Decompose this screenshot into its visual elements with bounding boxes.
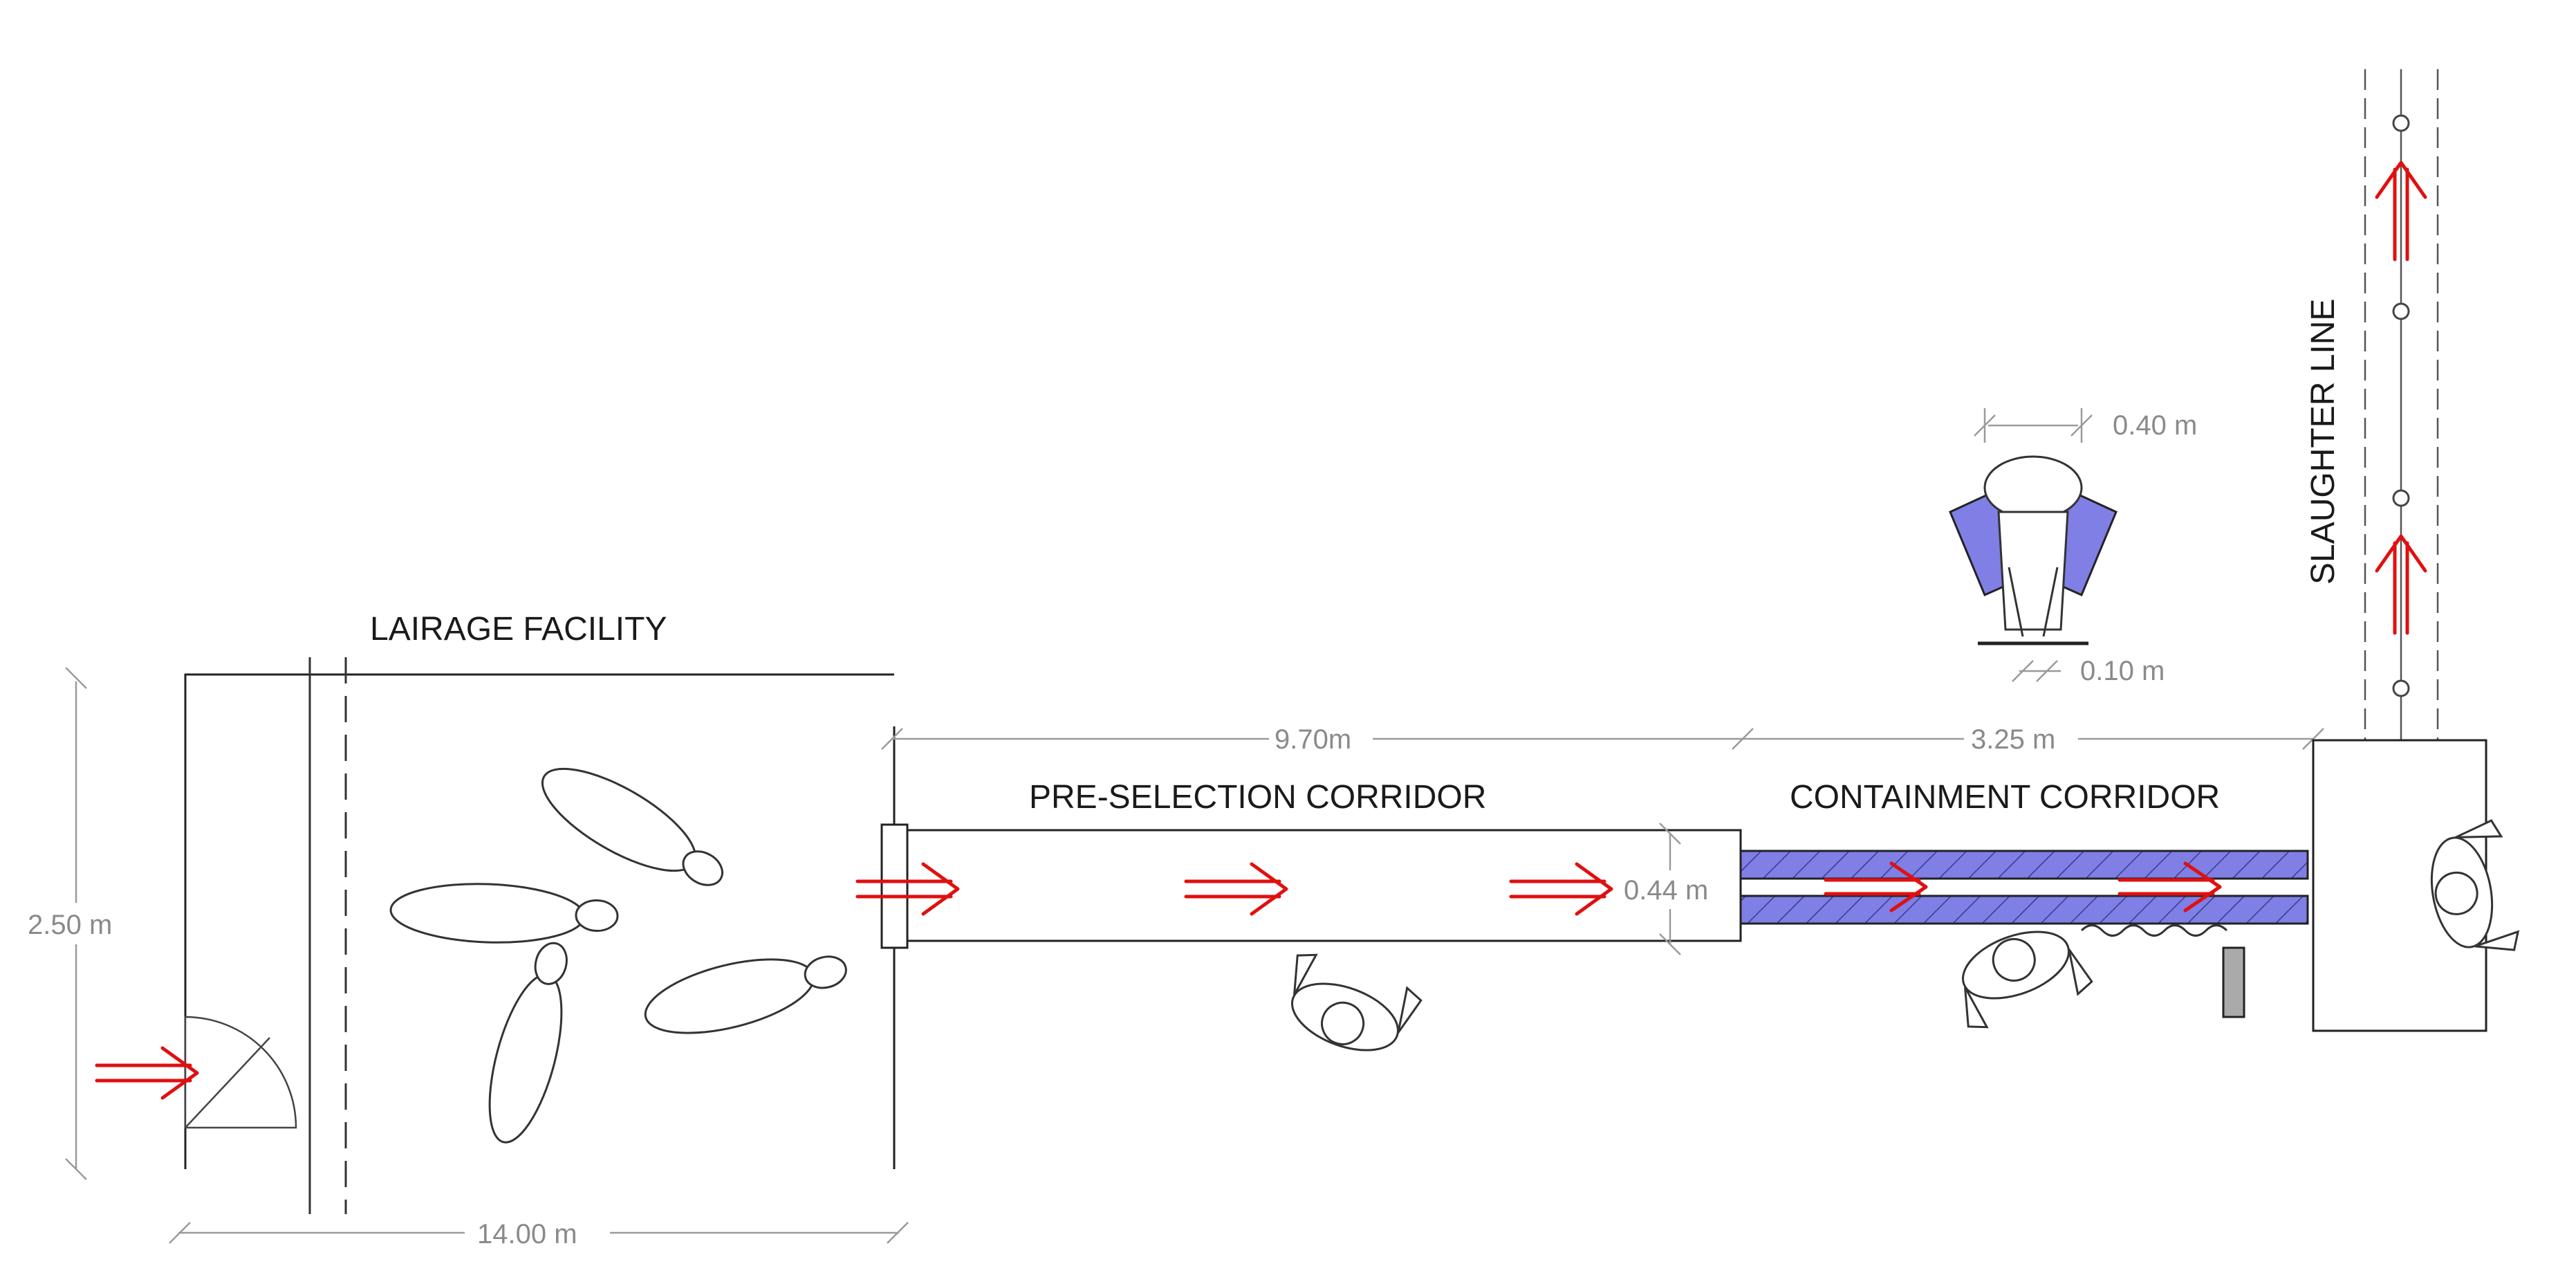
- slaughter-line-label: SLAUGHTER LINE: [2305, 299, 2342, 585]
- dimension-lairage-width: 14.00 m: [169, 1214, 909, 1252]
- dimension-lairage-height: 2.50 m: [21, 667, 124, 1180]
- dimension-preselection-length: 9.70m: [881, 719, 1754, 758]
- containment-label: CONTAINMENT CORRIDOR: [1790, 779, 2220, 816]
- flow-arrow-slaughter-2: [2375, 534, 2427, 635]
- lairage-label: LAIRAGE FACILITY: [370, 611, 667, 648]
- shackle: [2392, 489, 2410, 507]
- dimension-restrainer-gap: 0.10 m: [2012, 656, 2165, 686]
- entrance-door-leaf: [185, 1037, 270, 1128]
- dimension-containment-length: 3.25 m: [1743, 719, 2324, 758]
- dimension-restrainer-width: 0.40 m: [1974, 408, 2197, 443]
- flow-arrow-slaughter-1: [2375, 160, 2427, 262]
- corridor-entry-gate: [880, 823, 909, 949]
- sheep: [488, 942, 568, 1144]
- shackle: [2392, 114, 2410, 132]
- preselection-corridor-body: [906, 829, 1742, 942]
- shackle: [2392, 679, 2410, 697]
- lairage-height-label: 2.50 m: [28, 910, 112, 940]
- sheep: [644, 955, 847, 1034]
- containment-wall-bottom: [1739, 895, 2309, 925]
- flow-arrow-preselection-1: [855, 862, 960, 916]
- flow-arrow-entrance: [95, 1046, 199, 1100]
- preselection-label: PRE-SELECTION CORRIDOR: [1029, 779, 1486, 816]
- slaughter-line: SLAUGHTER LINE: [2305, 69, 2520, 1032]
- preselection-length-label: 9.70m: [1275, 724, 1351, 755]
- restrainer-gap-label: 0.10 m: [2080, 656, 2165, 686]
- containment-corridor: CONTAINMENT CORRIDOR 3.25 m: [1739, 719, 2324, 1029]
- containment-length-label: 3.25 m: [1971, 724, 2055, 755]
- restrainer-width-label: 0.40 m: [2113, 410, 2197, 441]
- entrance-door-swing: [184, 1016, 297, 1129]
- operator-person: [1961, 930, 2093, 1029]
- stun-cable: [2080, 924, 2228, 937]
- flow-arrow-containment-1: [1824, 861, 1928, 912]
- restrainer-detail: 0.40 m 0.10 m: [1949, 408, 2197, 686]
- flow-arrow-preselection-2: [1184, 862, 1288, 916]
- sheep: [389, 883, 619, 944]
- containment-wall-top: [1739, 850, 2309, 880]
- lairage-facility: LAIRAGE FACILITY: [21, 611, 909, 1252]
- operator-person: [2430, 819, 2520, 951]
- lairage-wall: [184, 673, 894, 1169]
- operator-person: [1290, 953, 1423, 1052]
- dimension-corridor-width: 0.44 m: [1618, 823, 1722, 955]
- corridor-width-label: 0.44 m: [1624, 875, 1708, 906]
- stunning-device: [2222, 946, 2245, 1018]
- flow-arrow-preselection-3: [1509, 862, 1613, 916]
- shackle: [2392, 302, 2410, 320]
- flow-arrow-containment-2: [2118, 861, 2222, 912]
- sheep-head-front: [1983, 455, 2083, 520]
- preselection-corridor: PRE-SELECTION CORRIDOR 0.44 m: [855, 719, 1754, 1052]
- lairage-width-label: 14.00 m: [477, 1219, 577, 1249]
- sheep: [541, 767, 723, 886]
